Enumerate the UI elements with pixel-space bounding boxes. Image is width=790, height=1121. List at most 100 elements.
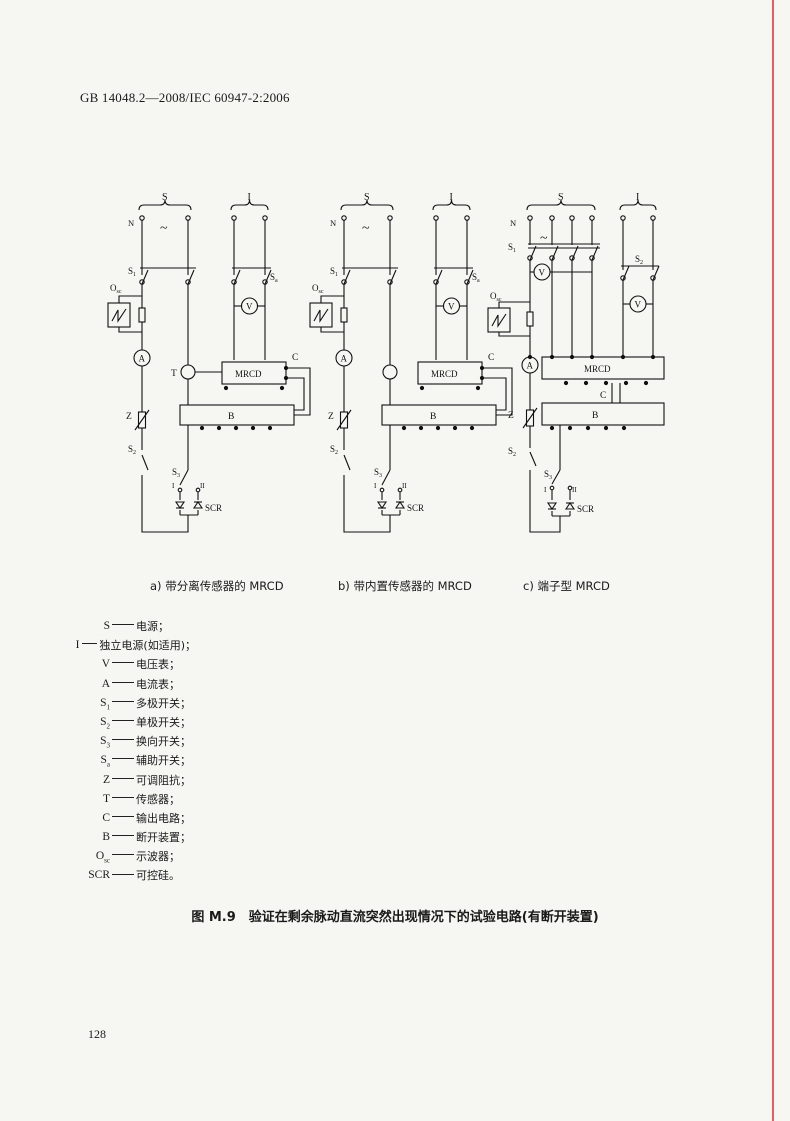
mrcd-box — [541, 356, 665, 380]
terminal — [418, 425, 424, 431]
wire — [652, 265, 660, 281]
s3-label: S3 — [374, 467, 382, 479]
wire — [435, 269, 443, 285]
legend-description: 输出电路； — [136, 811, 191, 825]
independent-source-label: I — [248, 192, 251, 203]
supply-terminal — [569, 215, 575, 221]
legend-description: 多极开关； — [136, 696, 191, 710]
page-number: 128 — [88, 1027, 106, 1041]
switch-terminal — [177, 487, 183, 493]
supply-terminal — [262, 215, 268, 221]
supply-terminal — [620, 215, 626, 221]
scr-symbol — [564, 502, 576, 510]
terminal — [435, 425, 441, 431]
legend-dash — [112, 854, 134, 856]
terminal — [643, 380, 649, 386]
voltmeter — [240, 297, 259, 315]
ammeter-label: A — [341, 354, 348, 364]
figure-title: 图 M.9 验证在剩余脉动直流突然出现情况下的试验电路(有断开装置) — [191, 910, 599, 925]
legend-symbol: S — [103, 620, 110, 632]
oscilloscope-trace — [491, 313, 507, 328]
ammeter-label: A — [139, 354, 146, 364]
legend-symbol: A — [101, 677, 110, 690]
ac-symbol: ~ — [160, 221, 168, 236]
voltmeter — [442, 297, 461, 315]
terminal — [475, 385, 481, 391]
wire — [381, 469, 391, 486]
terminal — [569, 354, 575, 360]
wire — [571, 245, 579, 261]
output-circuit-label: C — [488, 353, 494, 363]
page-edge-line — [772, 0, 774, 1121]
legend-description: 可调阻抗； — [136, 773, 191, 787]
sensor — [180, 364, 196, 380]
brace — [138, 199, 192, 211]
wire — [320, 327, 344, 333]
terminal — [479, 375, 485, 381]
impedance-label: Z — [126, 412, 132, 422]
terminal — [527, 354, 533, 360]
mrcd-box — [417, 361, 483, 385]
wire — [622, 265, 630, 281]
wire — [551, 245, 559, 261]
wire — [141, 269, 149, 285]
neutral-label: N — [128, 218, 134, 228]
legend-description: 示波器； — [136, 850, 180, 864]
terminal — [283, 365, 289, 371]
wire — [482, 377, 507, 411]
switch-terminal — [567, 485, 573, 491]
brace — [619, 199, 657, 211]
legend-symbol: S2 — [100, 715, 110, 731]
pos-i-label: I — [374, 482, 377, 490]
voltmeter-label: V — [448, 302, 455, 312]
pos-ii-label: II — [200, 482, 205, 490]
shunt-resistor — [138, 307, 146, 323]
oscilloscope-trace — [111, 308, 127, 323]
wire — [529, 451, 537, 467]
legend-dash — [112, 873, 134, 875]
ac-symbol: ~ — [362, 221, 370, 236]
terminal — [549, 425, 555, 431]
independent-source-label: I — [636, 192, 639, 203]
s2-label: S2 — [128, 444, 136, 456]
s1-label: S1 — [330, 266, 338, 278]
supply-terminal — [387, 215, 393, 221]
pos-ii-label: II — [572, 486, 577, 494]
legend-dash — [112, 835, 134, 837]
legend-description: 辅助开关； — [136, 754, 191, 768]
legend-description: 电流表； — [136, 677, 180, 691]
s3-label: S3 — [544, 469, 552, 481]
wire — [320, 295, 344, 303]
supply-terminal — [527, 215, 533, 221]
wire — [286, 367, 311, 416]
legend-description: 可控硅。 — [136, 869, 180, 883]
legend-symbol: Sa — [100, 754, 110, 769]
breaker-label: B — [592, 411, 598, 421]
legend-dash — [112, 758, 134, 760]
terminal — [199, 425, 205, 431]
voltmeter-label: V — [539, 268, 546, 278]
wire — [343, 454, 351, 471]
mrcd-label: MRCD — [235, 369, 262, 379]
supply-terminal — [185, 215, 191, 221]
switch-terminal — [379, 487, 385, 493]
legend-symbol: Osc — [95, 850, 110, 865]
scr-symbol — [376, 501, 388, 509]
scr-label: SCR — [205, 503, 222, 513]
breaker-box — [179, 404, 295, 426]
brace — [526, 199, 596, 211]
terminal — [603, 425, 609, 431]
s1-label: S1 — [508, 242, 516, 254]
sensor — [382, 364, 398, 380]
sensor-label: T — [171, 369, 177, 379]
legend-dash — [112, 796, 134, 798]
breaker-box — [541, 402, 665, 426]
wire — [343, 475, 391, 533]
legend-dash — [81, 643, 98, 645]
